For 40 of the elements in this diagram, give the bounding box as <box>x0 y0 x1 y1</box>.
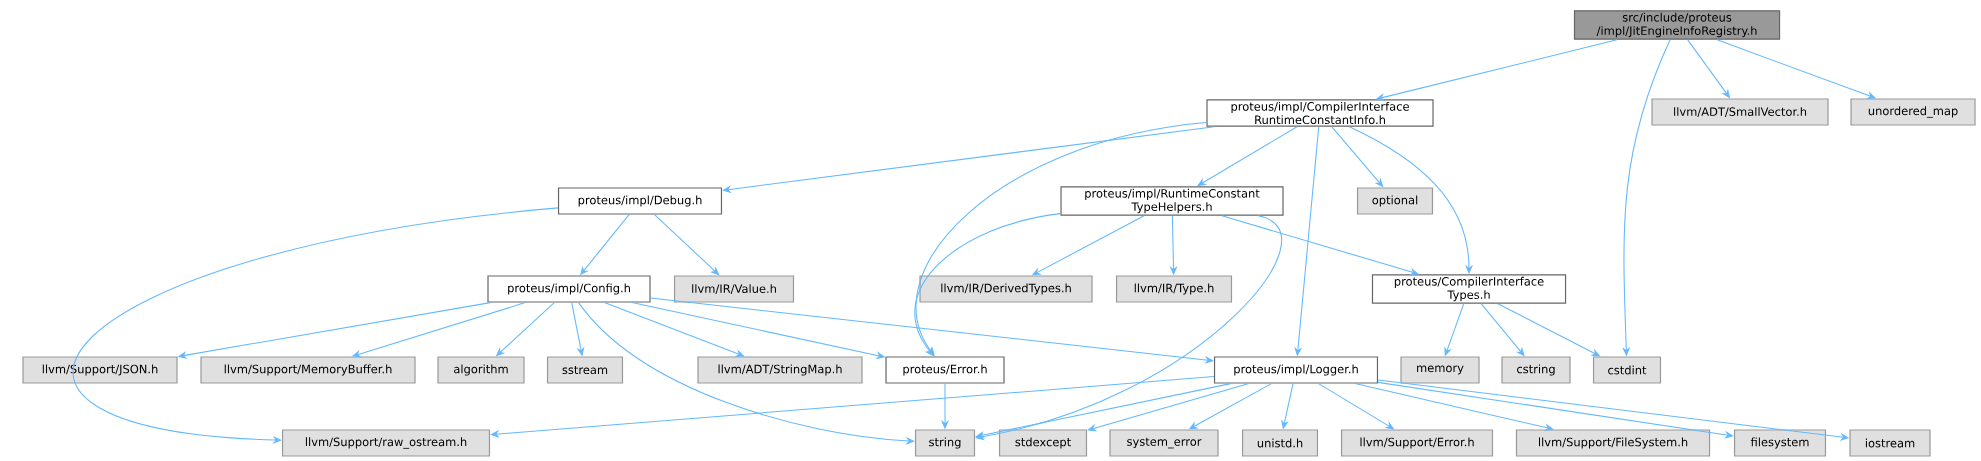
header-box: unistd.h <box>1241 429 1319 457</box>
arrow <box>650 297 1214 364</box>
header-box: cstring <box>1501 356 1571 384</box>
header-box: llvm/Support/Error.h <box>1340 429 1494 457</box>
header-box: src/include/proteus /impl/JitEngineInfoRegistry.h <box>1573 10 1781 40</box>
header-box: proteus/impl/Config.h <box>487 275 651 303</box>
arrow <box>975 215 1282 441</box>
arrow <box>74 207 559 444</box>
arrow <box>1377 381 1734 439</box>
arrow <box>490 376 1215 438</box>
header-box: filesystem <box>1733 429 1827 457</box>
header-box: iostream <box>1849 429 1931 457</box>
header-box: proteus/impl/Logger.h <box>1213 356 1379 384</box>
header-box: llvm/ADT/StringMap.h <box>697 356 863 384</box>
header-box: stdexcept <box>998 429 1088 457</box>
header-box: proteus/impl/Debug.h <box>557 187 723 215</box>
header-box: proteus/impl/RuntimeConstant TypeHelpers.h <box>1060 186 1284 216</box>
header-box: cstdint <box>1592 356 1662 384</box>
header-box: llvm/Support/MemoryBuffer.h <box>200 356 416 384</box>
header-box: llvm/IR/DerivedTypes.h <box>919 275 1093 303</box>
header-box: algorithm <box>437 356 525 384</box>
header-box: system_error <box>1109 429 1219 457</box>
header-box: proteus/impl/CompilerInterface RuntimeConstantInfo.h <box>1206 99 1434 127</box>
header-box: unordered_map <box>1850 98 1976 126</box>
header-box: proteus/CompilerInterface Types.h <box>1371 274 1567 304</box>
header-box: memory <box>1400 356 1480 384</box>
header-box: optional <box>1356 187 1434 215</box>
header-box: llvm/ADT/SmallVector.h <box>1651 98 1829 126</box>
header-box: llvm/IR/Value.h <box>673 275 795 303</box>
header-box: llvm/Support/raw_ostream.h <box>281 429 491 457</box>
header-box: llvm/Support/FileSystem.h <box>1515 429 1711 457</box>
arrow <box>1087 383 1250 432</box>
arrow <box>722 126 1215 194</box>
header-box: proteus/Error.h <box>885 356 1005 384</box>
header-box: string <box>914 429 976 457</box>
header-box: sstream <box>546 356 624 384</box>
header-box: llvm/Support/JSON.h <box>22 356 178 384</box>
arrow <box>578 302 915 445</box>
header-box: llvm/IR/Type.h <box>1115 275 1233 303</box>
arrow <box>975 383 1232 439</box>
